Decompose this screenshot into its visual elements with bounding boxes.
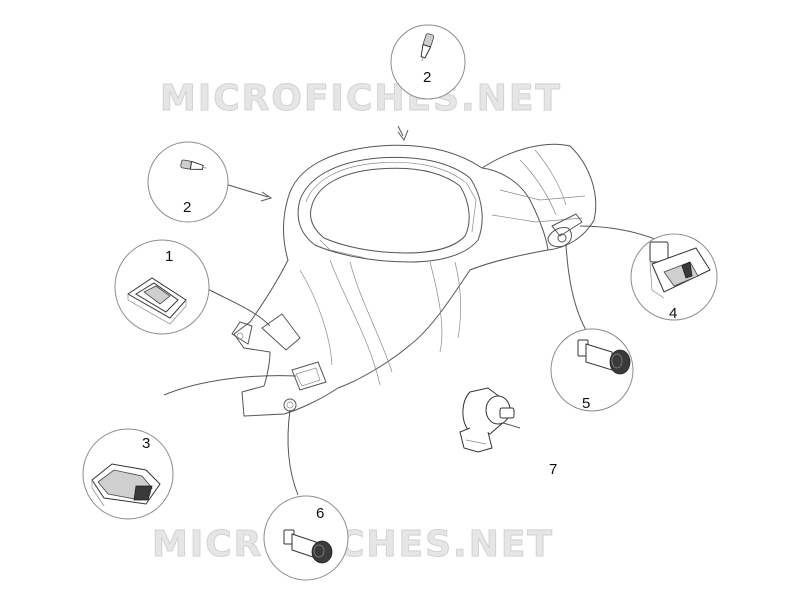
callout-label: 2 — [183, 199, 191, 216]
bulb-icon — [420, 33, 435, 62]
horn-button-icon — [127, 277, 187, 325]
turn-signal-switch-icon — [91, 463, 161, 507]
push-button-icon — [577, 339, 631, 375]
callout-F[interactable]: 3 — [82, 428, 174, 520]
callout-D[interactable]: 4 — [630, 233, 718, 322]
leader-lines — [163, 125, 663, 496]
callout-A[interactable]: 2 — [390, 24, 466, 100]
handlebar-cover — [231, 143, 597, 417]
callout-E[interactable]: 5 — [550, 328, 634, 412]
callout-C[interactable]: 1 — [114, 239, 210, 335]
callout-label: 5 — [582, 395, 590, 412]
bulb-icon — [180, 159, 207, 170]
callout-label: 7 — [549, 461, 557, 478]
callout-label: 4 — [669, 305, 677, 322]
watermark-top: MICROFICHES.NET — [160, 78, 562, 119]
callout-label: 2 — [423, 69, 431, 86]
callout-label: 3 — [142, 435, 150, 452]
light-switch-icon — [649, 241, 711, 299]
callout-label: 6 — [316, 505, 324, 522]
push-button-icon — [283, 529, 333, 564]
callout-G[interactable]: 6 — [263, 495, 349, 581]
key-switch-icon — [459, 387, 515, 453]
callout-label: 1 — [165, 248, 173, 265]
callout-B[interactable]: 2 — [147, 141, 229, 223]
callout-H[interactable]: 7 — [459, 387, 557, 478]
watermark-bottom: MICROFICHES.NET — [152, 524, 554, 565]
